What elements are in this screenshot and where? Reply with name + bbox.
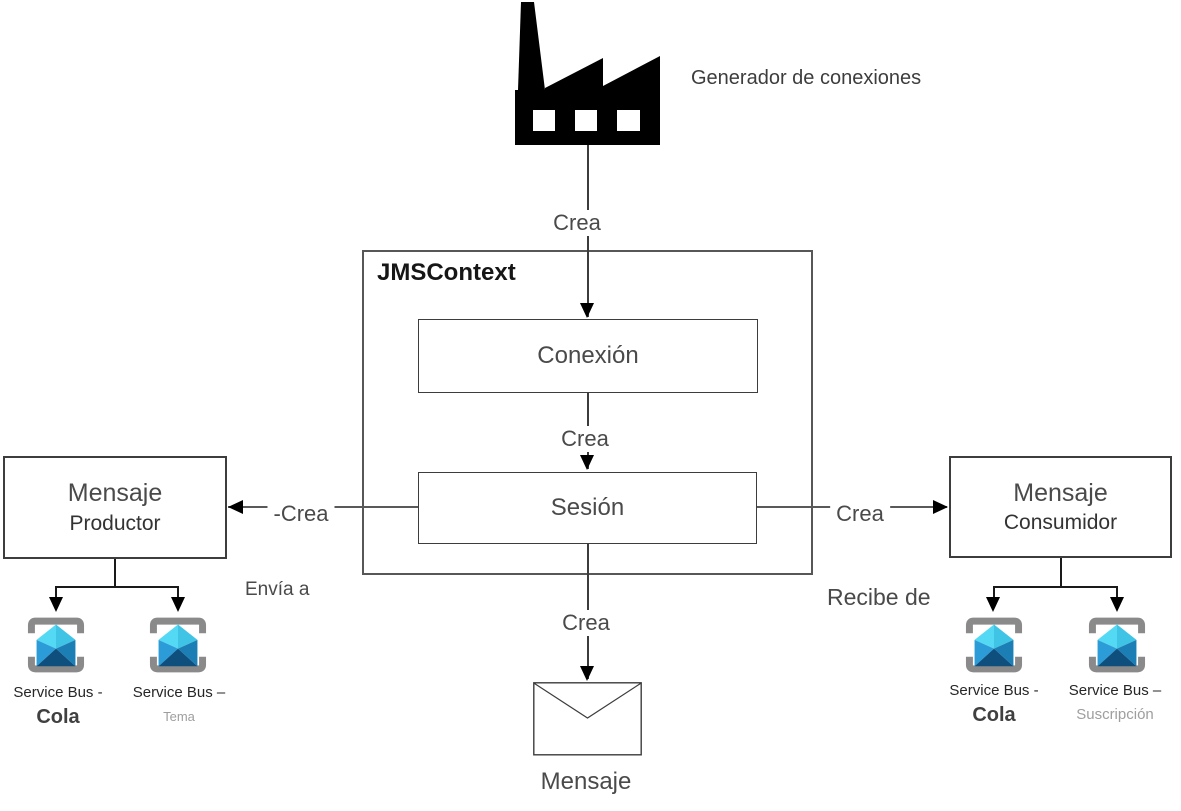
consumer-subtitle: Consumidor <box>1003 511 1118 535</box>
consumer-box: Mensaje Consumidor <box>949 456 1172 558</box>
consumer-branch-cross-line <box>994 586 1118 588</box>
service-bus-topic-left-label: Service Bus – Tema <box>121 683 237 725</box>
arrowhead-into-producer-icon <box>228 500 243 514</box>
consumer-branch-right-drop-line <box>1116 586 1118 599</box>
arrowhead-into-consumer-icon <box>933 500 948 514</box>
arrowhead-into-left-queue-icon <box>49 597 63 612</box>
connection-box: Conexión <box>418 319 758 393</box>
connection-label: Conexión <box>537 342 639 369</box>
consumer-branch-left-drop-line <box>993 586 995 599</box>
connection-factory-icon <box>515 2 660 145</box>
arrowhead-into-message-icon <box>580 666 594 681</box>
message-label: Mensaje <box>540 768 632 795</box>
producer-branch-left-drop-line <box>55 586 57 599</box>
service-bus-subscription-right-line1: Service Bus – <box>1068 682 1162 699</box>
producer-box: Mensaje Productor <box>3 456 227 559</box>
arrowhead-into-right-subscription-icon <box>1110 597 1124 612</box>
edge-label-crea-left: -Crea <box>267 501 335 527</box>
service-bus-topic-left-line2: Tema <box>163 708 195 724</box>
jmscontext-title: JMSContext <box>377 259 516 286</box>
service-bus-subscription-right-line2: Suscripción <box>1076 705 1154 723</box>
envia-a-label: Envía a <box>245 579 310 600</box>
service-bus-queue-right-line1: Service Bus - <box>949 682 1039 699</box>
service-bus-subscription-right-icon <box>1088 617 1146 673</box>
session-label: Sesión <box>550 494 625 521</box>
producer-branch-cross-line <box>56 586 179 588</box>
producer-branch-stem-line <box>114 558 116 587</box>
consumer-branch-stem-line <box>1060 558 1062 587</box>
edge-label-crea-middle: Crea <box>555 426 615 452</box>
arrowhead-into-right-queue-icon <box>986 597 1000 612</box>
service-bus-queue-right-line2: Cola <box>972 703 1016 726</box>
producer-title: Mensaje <box>67 479 163 508</box>
edge-label-crea-bottom: Crea <box>556 610 616 636</box>
service-bus-queue-left-icon <box>27 617 85 673</box>
generator-label: Generador de conexiones <box>691 67 922 89</box>
arrowhead-into-connection-icon <box>580 303 594 318</box>
service-bus-topic-left-icon <box>149 617 207 673</box>
service-bus-queue-right-label: Service Bus - Cola <box>936 681 1052 728</box>
message-envelope-icon <box>533 682 642 756</box>
edge-label-crea-top: Crea <box>547 210 607 236</box>
service-bus-queue-left-line2: Cola <box>36 705 80 728</box>
service-bus-queue-left-line1: Service Bus - <box>13 684 103 701</box>
edge-label-crea-right: Crea <box>830 501 890 527</box>
service-bus-queue-left-label: Service Bus - Cola <box>0 683 116 730</box>
service-bus-topic-left-line1: Service Bus – <box>132 684 226 701</box>
arrowhead-into-left-topic-icon <box>171 597 185 612</box>
producer-subtitle: Productor <box>69 511 161 535</box>
session-box: Sesión <box>418 472 757 544</box>
service-bus-subscription-right-label: Service Bus – Suscripción <box>1040 681 1181 724</box>
consumer-title: Mensaje <box>1013 478 1108 507</box>
service-bus-queue-right-icon <box>965 617 1023 673</box>
recibe-de-label: Recibe de <box>827 584 931 610</box>
arrowhead-into-session-icon <box>580 455 594 470</box>
producer-branch-right-drop-line <box>177 586 179 599</box>
